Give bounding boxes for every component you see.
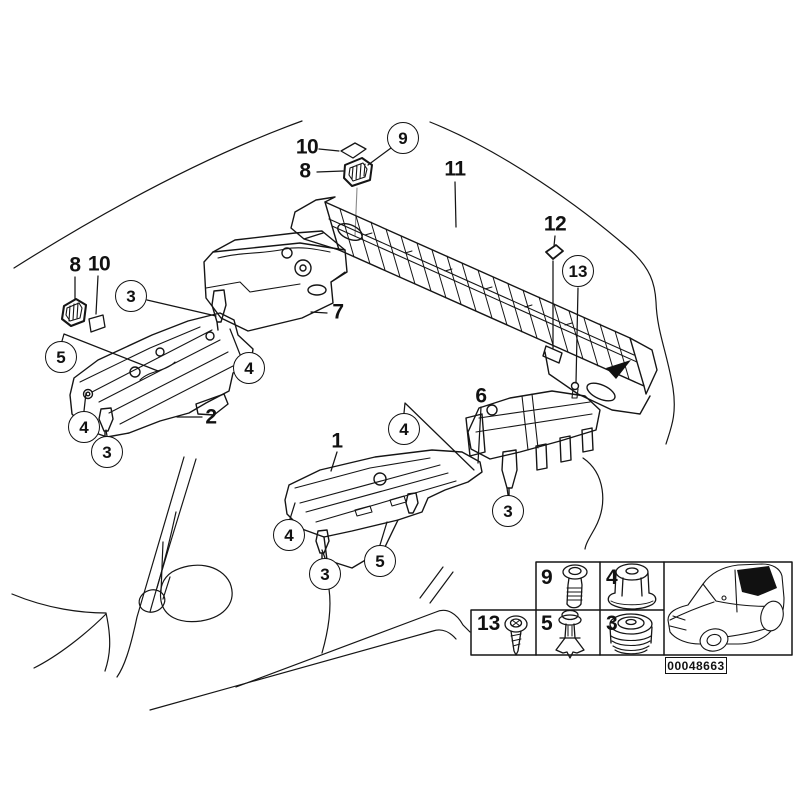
callout-circle-5-b[interactable]: 5 [364, 545, 396, 577]
callout-circle-4-d[interactable]: 4 [273, 519, 305, 551]
torx-screw-icon [562, 564, 588, 609]
legend-ref-9[interactable]: 9 [541, 566, 553, 589]
legend-ref-5[interactable]: 5 [541, 612, 553, 635]
callout-8-top[interactable]: 8 [299, 159, 311, 183]
expansion-rivet-icon [555, 609, 585, 659]
part-10-gasket-left[interactable] [88, 314, 106, 333]
callout-circle-3-a[interactable]: 3 [115, 280, 147, 312]
part-12-cap[interactable] [545, 244, 564, 260]
part-6-bracket-rail[interactable] [465, 390, 601, 496]
callout-10-left[interactable]: 10 [87, 252, 111, 276]
callout-circle-13[interactable]: 13 [562, 255, 594, 287]
part-8-vent-pad-left[interactable] [60, 297, 88, 328]
legend-table [470, 561, 793, 656]
part-11-trim-panel[interactable] [290, 196, 658, 415]
callout-circle-9[interactable]: 9 [387, 122, 419, 154]
callout-circle-4-c[interactable]: 4 [388, 413, 420, 445]
callout-7[interactable]: 7 [332, 300, 344, 324]
part-7-assembly[interactable] [203, 230, 348, 332]
part-8-vent-pad-top[interactable] [343, 157, 373, 187]
legend-ref-4[interactable]: 4 [606, 566, 618, 589]
direction-arrow-icon [606, 360, 631, 379]
car-location-thumbnail[interactable] [667, 563, 786, 654]
car-body-outline [11, 120, 675, 711]
callout-circle-3-b[interactable]: 3 [91, 436, 123, 468]
expanding-nut-icon [607, 563, 657, 610]
callout-12[interactable]: 12 [543, 212, 567, 236]
diagram-code: 00048663 [665, 657, 727, 674]
self-tapping-screw-icon [504, 615, 528, 656]
callout-8-left[interactable]: 8 [69, 253, 81, 277]
blind-plug-icon [609, 613, 653, 655]
callout-circle-4-a[interactable]: 4 [233, 352, 265, 384]
part-1-trim-tray-center[interactable] [284, 449, 483, 569]
callout-11[interactable]: 11 [444, 157, 466, 181]
callout-circle-3-d[interactable]: 3 [492, 495, 524, 527]
callout-2[interactable]: 2 [205, 405, 217, 429]
callout-circle-4-b[interactable]: 4 [68, 411, 100, 443]
callout-circle-3-c[interactable]: 3 [309, 558, 341, 590]
callout-6[interactable]: 6 [475, 384, 487, 408]
side-mirror-sketch [138, 564, 233, 623]
part-10-gasket-top[interactable] [340, 142, 367, 159]
callout-1[interactable]: 1 [331, 429, 343, 453]
callout-10-top[interactable]: 10 [295, 135, 319, 159]
highlighted-trim-area [737, 566, 777, 596]
legend-ref-3[interactable]: 3 [606, 612, 618, 635]
callout-circle-5-a[interactable]: 5 [45, 341, 77, 373]
legend-ref-13[interactable]: 13 [477, 612, 501, 635]
